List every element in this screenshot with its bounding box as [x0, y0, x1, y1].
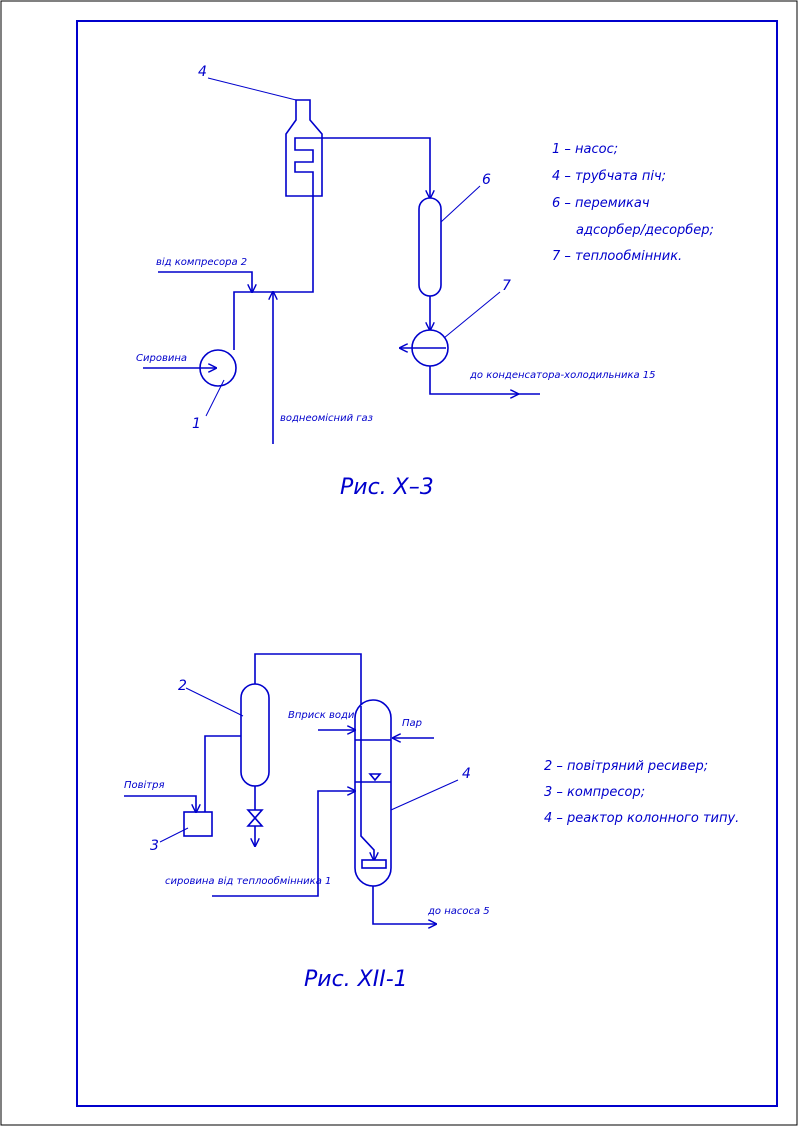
legend-x3-item: 6 – перемикач: [552, 196, 650, 211]
figure-xii1: 2 3 4 Вприск води Пар Повітря сировина в…: [124, 653, 739, 992]
label-hydrogen: воднеомісний газ: [280, 412, 373, 424]
internal-feed-pipe: [360, 706, 374, 860]
legend-x3: 1 – насос; 4 – трубчата піч; 6 – перемик…: [552, 142, 714, 264]
legend-x3-item: адсорбер/десорбер;: [576, 223, 714, 238]
label-compressor: від компресора 2: [156, 256, 247, 268]
adsorber-desorber-6: [418, 197, 442, 297]
legend-xii1-item: 4 – реактор колонного типу.: [544, 811, 739, 826]
exchanger-outlet-line: [429, 366, 518, 394]
legend-x3-item: 1 – насос;: [552, 142, 618, 157]
legend-xii1: 2 – повітряний ресивер; 3 – компресор; 4…: [544, 759, 739, 826]
num-receiver: 2: [178, 678, 187, 694]
label-air: Повітря: [124, 779, 165, 791]
tube-furnace: [285, 99, 323, 197]
exchanger-leader: [443, 291, 501, 339]
label-to-pump: до насоса 5: [427, 906, 490, 917]
receiver-leader: [185, 687, 244, 717]
receiver-valve: [246, 809, 264, 827]
legend-xii1-item: 3 – компресор;: [544, 785, 645, 800]
compressor-line: [158, 271, 252, 292]
label-water: Вприск води: [288, 710, 355, 721]
figure-x3: 4 6 7 1 від компресора 2 Сировина воднео…: [136, 64, 714, 500]
switch-leader: [440, 185, 481, 223]
level-mark: [368, 773, 382, 782]
label-steam: Пар: [402, 718, 422, 729]
reactor-leader: [390, 779, 459, 811]
num-furnace: 4: [198, 64, 207, 80]
legend-x3-item: 4 – трубчата піч;: [552, 169, 666, 184]
compressor-leader: [159, 827, 189, 843]
feed-from-exchanger-line: [212, 791, 355, 897]
num-exchanger: 7: [502, 278, 511, 294]
air-receiver-2: [240, 683, 270, 787]
caption-xii1: Рис. XII-1: [304, 967, 408, 992]
num-switch: 6: [482, 172, 491, 188]
legend-x3-item: 7 – теплообмінник.: [552, 249, 682, 264]
furnace-leader: [207, 77, 297, 101]
furnace-coil: [294, 137, 430, 198]
num-compressor: 3: [150, 838, 159, 854]
compressor-to-receiver-line: [204, 735, 241, 812]
num-pump: 1: [192, 416, 201, 432]
compressor-3: [183, 811, 213, 837]
outlet-to-pump-line: [372, 886, 436, 924]
air-line: [124, 795, 196, 812]
receiver-to-reactor-line: [254, 653, 362, 706]
label-to-condenser: до конденсатора-холодильника 15: [469, 370, 656, 381]
num-reactor: 4: [462, 766, 471, 782]
legend-xii1-item: 2 – повітряний ресивер;: [544, 759, 708, 774]
label-feed: Сировина: [136, 353, 187, 364]
caption-x3: Рис. Х–3: [340, 475, 434, 500]
distributor: [361, 859, 387, 869]
label-feed-exchanger: сировина від теплообмінника 1: [165, 875, 331, 887]
drawing-frame: [76, 20, 778, 1107]
pump-leader: [205, 379, 225, 417]
